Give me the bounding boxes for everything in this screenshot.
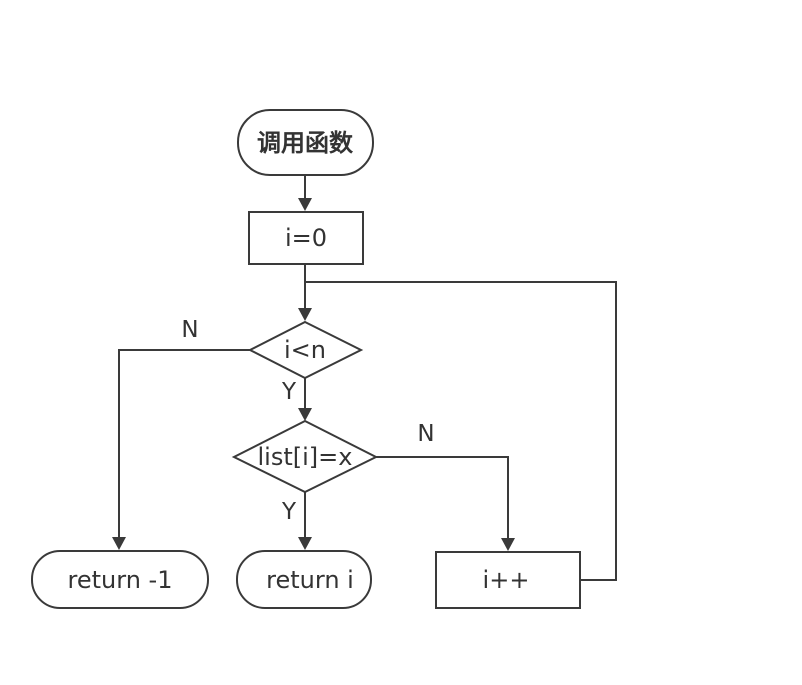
return-fail-terminal	[31, 550, 209, 609]
loop-condition-label: i<n	[284, 336, 326, 364]
match-yes-label: Y	[281, 499, 297, 525]
match-condition-label: list[i]=x	[258, 443, 353, 471]
increment-label: i++	[483, 566, 530, 594]
match-condition-decision	[231, 419, 379, 494]
edge-loop-back	[305, 281, 617, 581]
loop-yes-label: Y	[281, 379, 297, 405]
return-found-terminal	[236, 550, 372, 609]
match-no-label: N	[417, 421, 434, 447]
edge-loop-no	[118, 349, 250, 537]
init-process	[248, 211, 364, 265]
start-label: 调用函数	[257, 129, 354, 157]
arrowhead	[298, 198, 312, 211]
return-fail-label: return -1	[68, 566, 173, 594]
arrowhead	[298, 308, 312, 321]
loop-no-label: N	[181, 317, 198, 343]
start-terminal	[237, 109, 374, 176]
arrowhead	[112, 537, 126, 550]
return-found-label: return i	[266, 566, 354, 594]
loop-condition-decision	[247, 320, 364, 380]
arrowhead	[298, 537, 312, 550]
edge-match-no	[376, 456, 509, 538]
init-label: i=0	[285, 224, 327, 252]
arrowhead	[298, 408, 312, 421]
increment-process	[435, 551, 581, 609]
arrowhead	[501, 538, 515, 551]
